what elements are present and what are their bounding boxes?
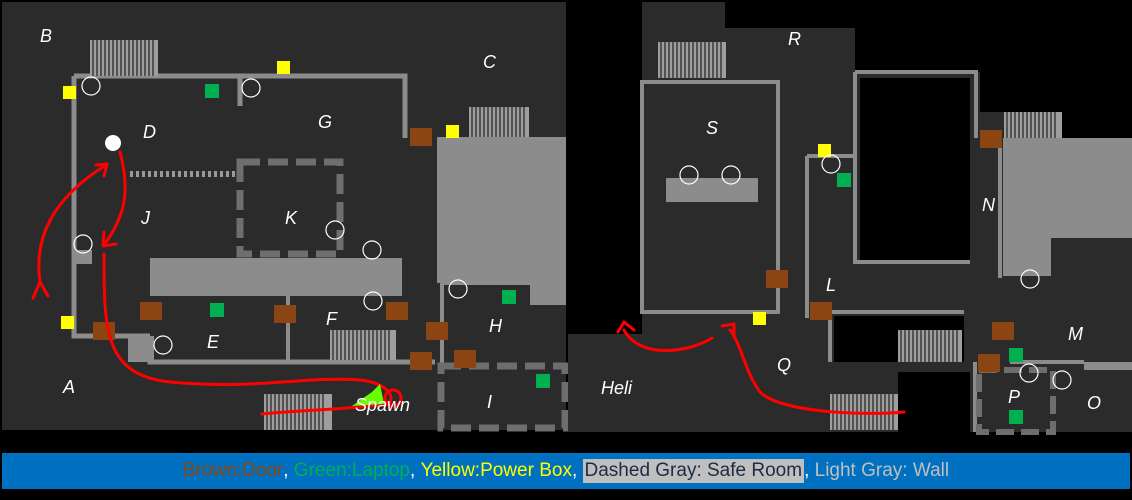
left-building-wall xyxy=(71,73,435,365)
legend-safe-room: Dashed Gray: Safe Room xyxy=(582,459,805,483)
zone-label-d: D xyxy=(143,122,156,142)
left-corner-wall xyxy=(76,250,92,264)
right-map-floor xyxy=(568,2,1132,432)
player-marker-icon xyxy=(105,135,121,151)
zone-label-r: R xyxy=(788,29,801,49)
laptop-icon xyxy=(205,84,550,388)
zone-label-l: L xyxy=(826,275,836,295)
n-wall-block-lower xyxy=(1003,238,1051,276)
left-pillar-wall xyxy=(128,336,154,362)
route-path xyxy=(31,150,403,416)
o-wall-strip xyxy=(1084,362,1132,370)
zone-label-s: S xyxy=(706,118,718,138)
spot-circle xyxy=(679,154,1072,390)
zone-label-spawn: Spawn xyxy=(355,395,410,415)
zone-label-e: E xyxy=(207,332,220,352)
zone-label-h: H xyxy=(489,316,503,336)
door-icon xyxy=(766,130,1014,372)
legend-separator: , xyxy=(804,460,815,481)
legend-laptop: Green:Laptop xyxy=(293,460,410,481)
zone-label-j: J xyxy=(140,208,151,228)
safe-room-p xyxy=(976,367,1056,435)
spawn-arrow-icon xyxy=(352,384,384,406)
zone-label-b: B xyxy=(40,26,52,46)
building-s-wall xyxy=(640,80,780,314)
left-east-block xyxy=(437,137,566,283)
legend-separator: , xyxy=(283,460,294,481)
zone-label-q: Q xyxy=(777,355,791,375)
zone-label-n: N xyxy=(982,195,996,215)
zone-label-i: I xyxy=(487,392,492,412)
door-icon xyxy=(93,128,476,370)
safe-room-k xyxy=(236,158,344,258)
left-central-wall xyxy=(150,258,402,296)
laptop-icon xyxy=(837,173,1023,424)
spot-circle xyxy=(73,76,468,355)
right-map: R S N L M Q Heli P O xyxy=(568,2,1132,435)
n-wall-block xyxy=(1003,138,1132,238)
power-box-icon xyxy=(61,61,459,329)
game-maps: B C D G J K F H E A Spawn I xyxy=(2,2,1132,435)
left-map: B C D G J K F H E A Spawn I xyxy=(2,2,569,432)
zone-label-a: A xyxy=(62,377,75,397)
legend-power-box: Yellow:Power Box xyxy=(420,460,572,481)
zone-label-k: K xyxy=(285,208,298,228)
zone-label-o: O xyxy=(1087,393,1101,413)
zone-label-p: P xyxy=(1008,387,1020,407)
zone-label-heli: Heli xyxy=(601,378,633,398)
zone-label-m: M xyxy=(1068,324,1083,344)
left-east-block-lower xyxy=(530,283,566,305)
zone-label-g: G xyxy=(318,112,332,132)
zone-label-f: F xyxy=(326,309,338,329)
zone-label-c: C xyxy=(483,52,497,72)
safe-room-i xyxy=(437,362,569,432)
power-box-icon xyxy=(753,144,831,325)
legend-separator: , xyxy=(410,460,421,481)
route-path xyxy=(616,320,906,415)
legend-separator: , xyxy=(571,460,583,481)
s-counter-wall xyxy=(666,178,758,202)
legend-bar: Brown:Door, Green:Laptop, Yellow:Power B… xyxy=(2,453,1130,489)
legend-wall: Light Gray: Wall xyxy=(814,460,950,481)
legend-door: Brown:Door xyxy=(182,460,284,481)
